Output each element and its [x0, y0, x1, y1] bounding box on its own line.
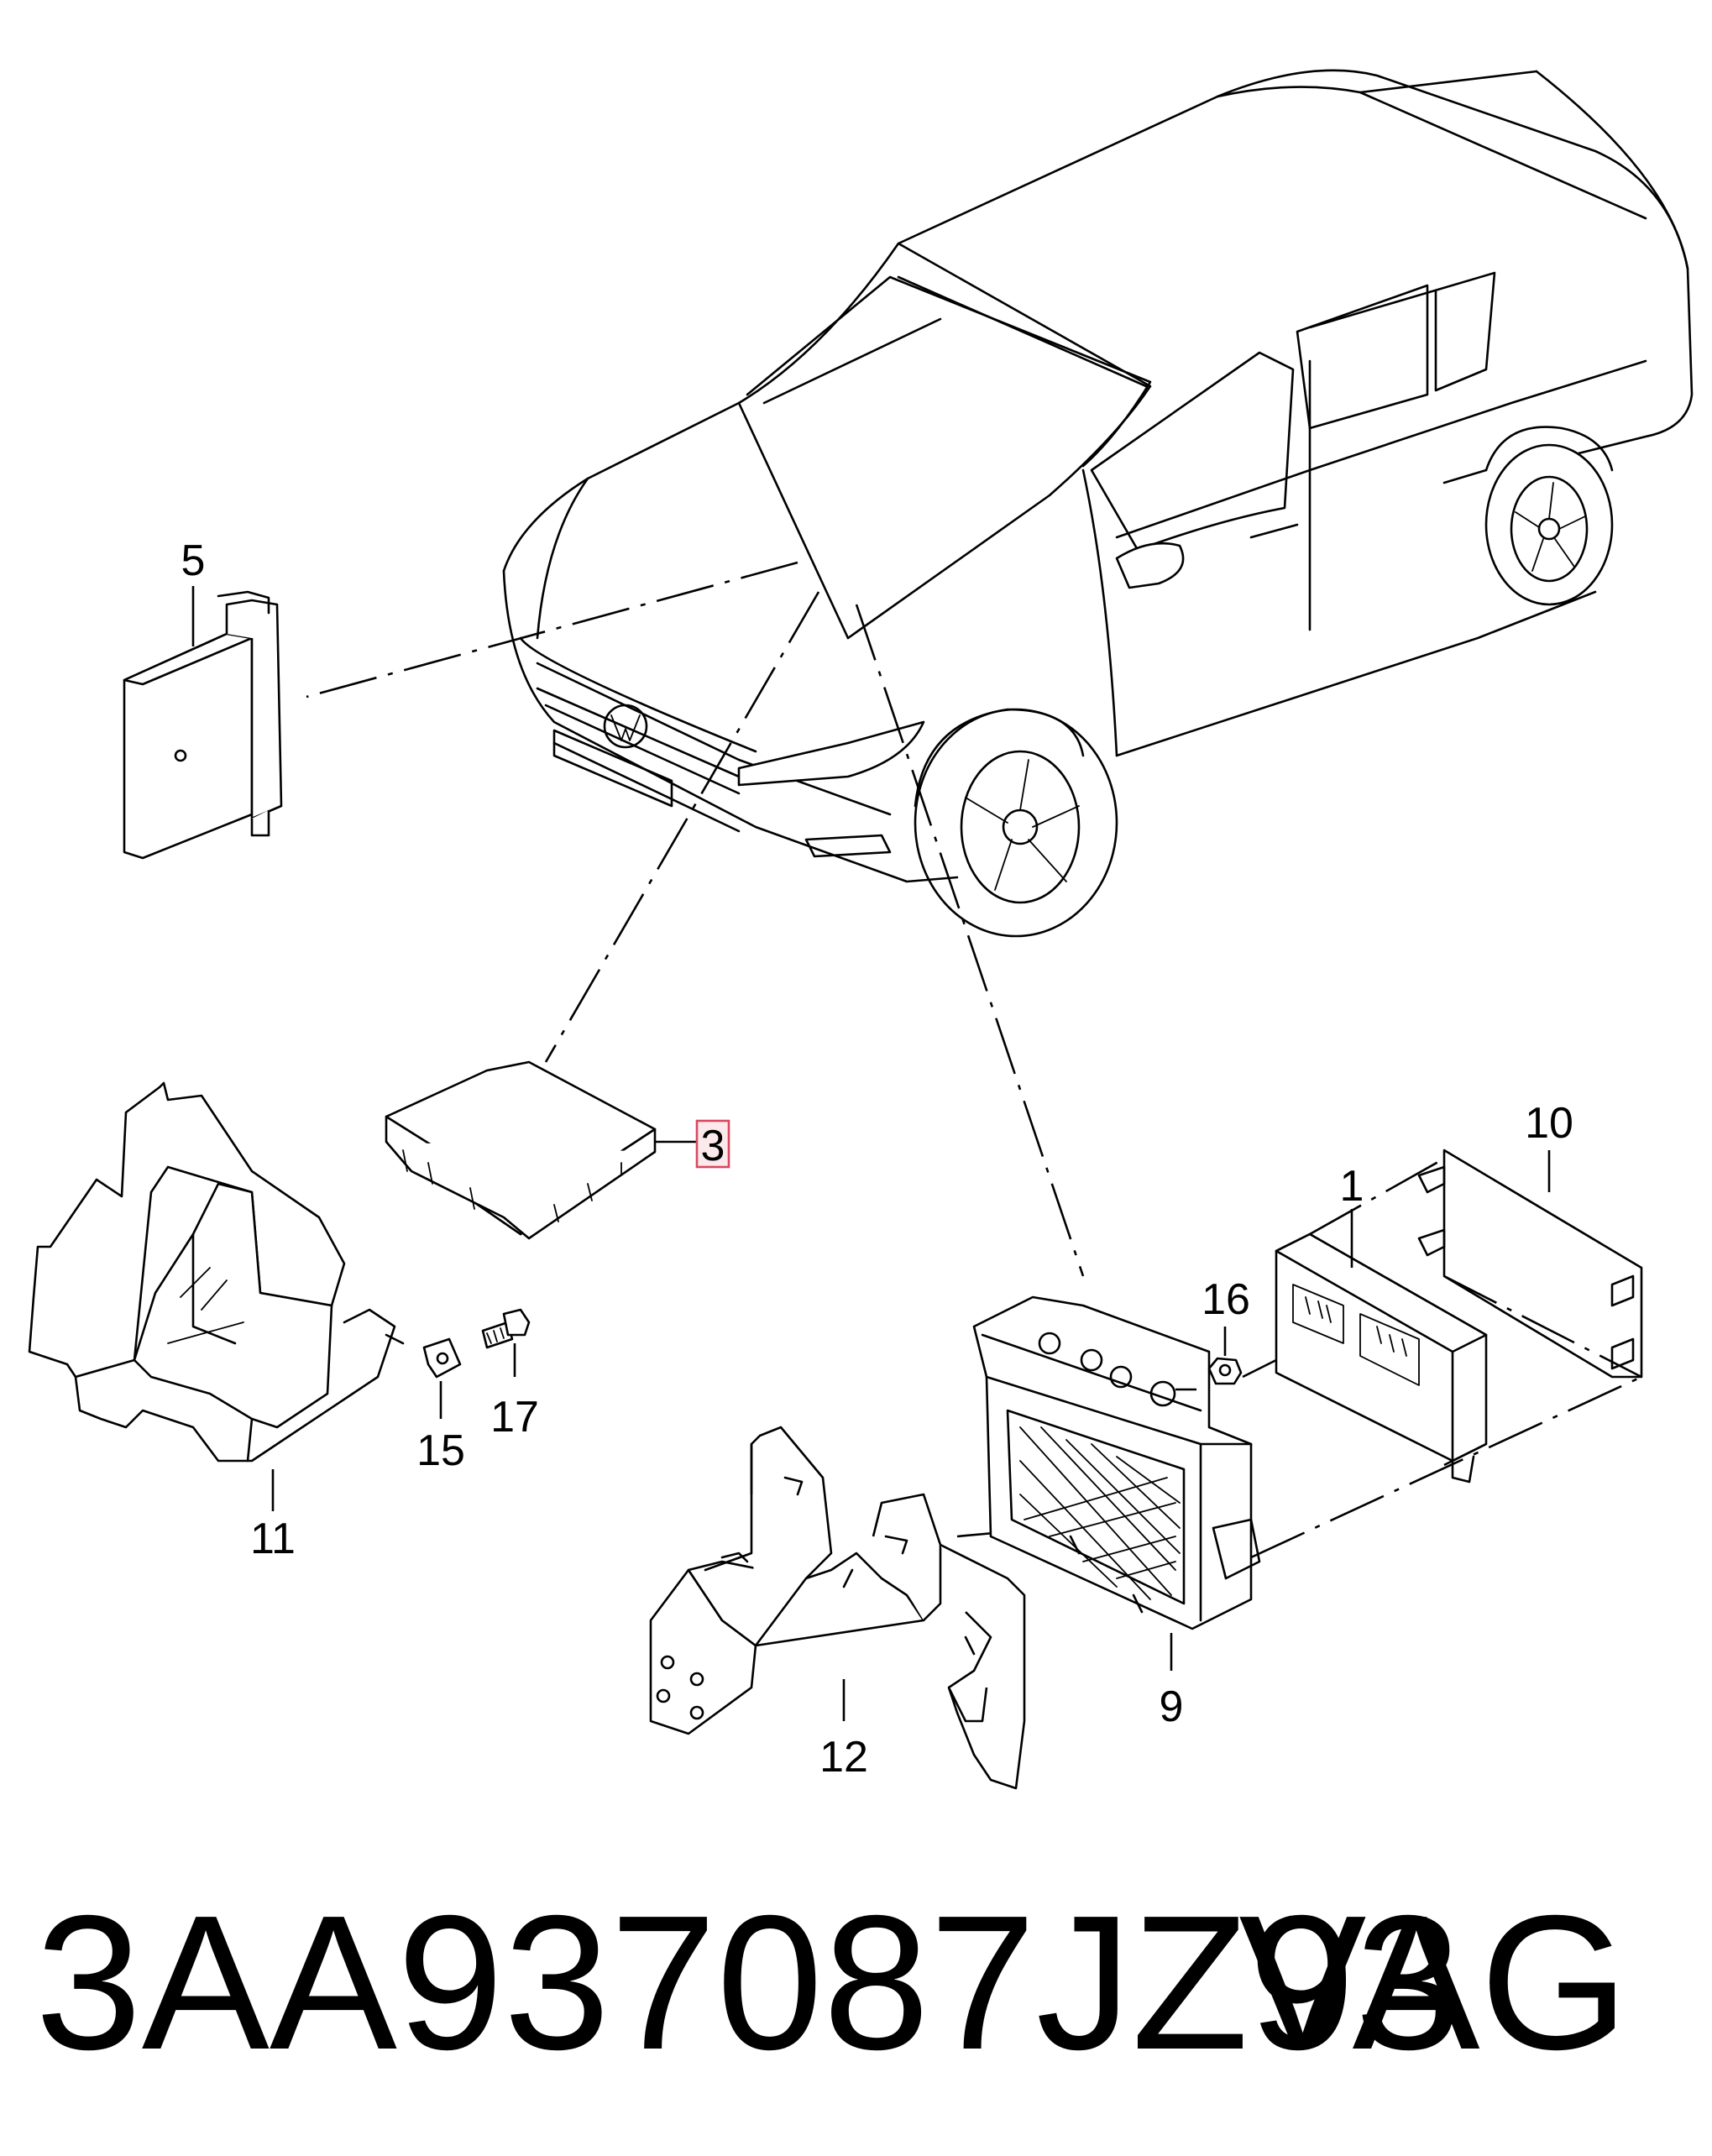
callout-1: 1	[1340, 1162, 1364, 1211]
part-5-module	[123, 586, 283, 860]
callout-17: 17	[490, 1393, 539, 1442]
caption: 3AA937087JZ93 VAG	[35, 1876, 1629, 2090]
callout-16: 16	[1202, 1275, 1250, 1324]
callout-5: 5	[181, 536, 206, 585]
part-11-tray	[28, 1081, 405, 1511]
part-16-nut	[1207, 1327, 1243, 1385]
part-15-clip	[422, 1337, 462, 1419]
part-10-cover-plate	[1417, 1149, 1643, 1379]
callout-3: 3	[701, 1122, 725, 1170]
callout-10: 10	[1525, 1099, 1573, 1148]
part-12-bracket	[649, 1426, 1050, 1790]
part-9-frame	[972, 1295, 1261, 1671]
part-17-bolt	[481, 1308, 531, 1377]
callout-3-highlight	[695, 1119, 730, 1169]
part-3-control-unit	[385, 1060, 697, 1240]
brand-label: VAG	[1238, 1876, 1629, 2090]
callout-11: 11	[250, 1515, 296, 1563]
callout-9: 9	[1160, 1682, 1184, 1731]
callout-12: 12	[819, 1733, 868, 1782]
callout-labels: 5 3 11 15 17 12 9 16 1 10	[181, 536, 1573, 1782]
callout-15: 15	[416, 1426, 465, 1475]
car-illustration	[502, 69, 1694, 938]
part-number: 3AA937087JZ93	[35, 1876, 1462, 2090]
location-leader-lines	[306, 561, 1085, 1277]
assembly-lines	[1242, 1157, 1642, 1559]
